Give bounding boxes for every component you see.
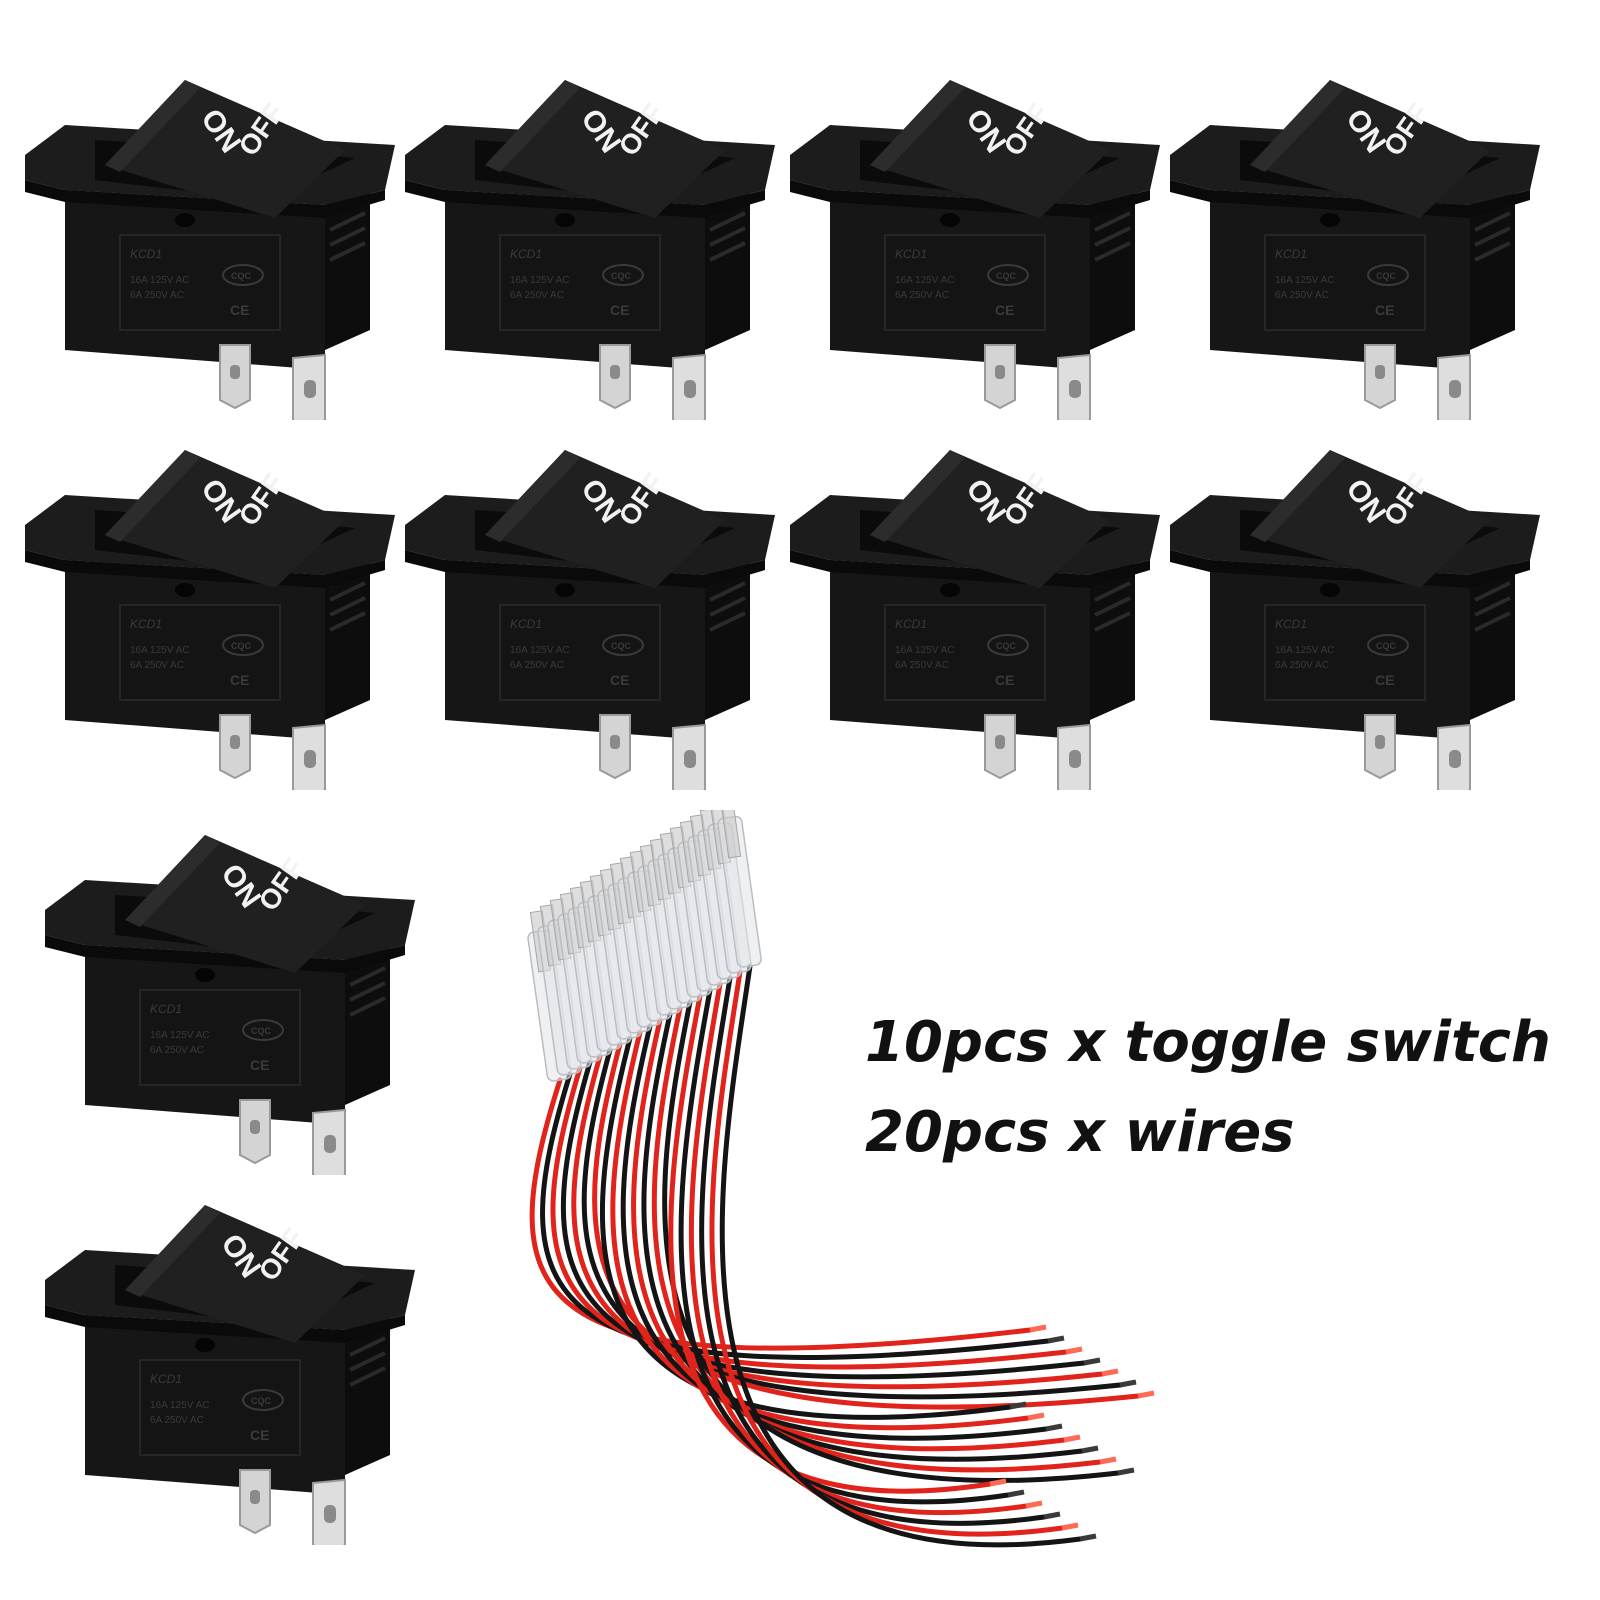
rocker-switch-4: ON OFF KCD1 16A 125V AC 6A 250V AC CQC C… bbox=[1170, 40, 1550, 420]
svg-text:CE: CE bbox=[610, 302, 629, 318]
svg-text:6A 250V AC: 6A 250V AC bbox=[130, 290, 184, 301]
svg-text:16A 125V AC: 16A 125V AC bbox=[1275, 645, 1335, 656]
rocker-switch-7: ON OFF KCD1 16A 125V AC 6A 250V AC CQC C… bbox=[790, 410, 1170, 790]
svg-text:6A 250V AC: 6A 250V AC bbox=[895, 290, 949, 301]
caption-toggle-switch: 10pcs x toggle switch bbox=[865, 1010, 1551, 1075]
svg-text:CQC: CQC bbox=[611, 641, 632, 651]
rocker-switch-3: ON OFF KCD1 16A 125V AC 6A 250V AC CQC C… bbox=[790, 40, 1170, 420]
rocker-switch-icon: ON OFF KCD1 16A 125V AC 6A 250V AC CQC C… bbox=[25, 450, 395, 790]
svg-text:16A 125V AC: 16A 125V AC bbox=[510, 275, 570, 286]
wire-bundle-icon bbox=[527, 810, 1155, 1548]
svg-text:CE: CE bbox=[1375, 672, 1394, 688]
svg-text:16A 125V AC: 16A 125V AC bbox=[510, 645, 570, 656]
svg-text:6A 250V AC: 6A 250V AC bbox=[150, 1045, 204, 1056]
svg-text:16A 125V AC: 16A 125V AC bbox=[895, 275, 955, 286]
svg-text:CE: CE bbox=[1375, 302, 1394, 318]
rocker-switch-icon: ON OFF KCD1 16A 125V AC 6A 250V AC CQC C… bbox=[790, 80, 1160, 420]
svg-text:6A 250V AC: 6A 250V AC bbox=[510, 290, 564, 301]
svg-text:CE: CE bbox=[995, 672, 1014, 688]
svg-text:16A 125V AC: 16A 125V AC bbox=[150, 1030, 210, 1041]
svg-text:16A 125V AC: 16A 125V AC bbox=[895, 645, 955, 656]
svg-text:CQC: CQC bbox=[1376, 641, 1397, 651]
rocker-switch-icon: ON OFF KCD1 16A 125V AC 6A 250V AC CQC C… bbox=[790, 450, 1160, 790]
svg-text:6A 250V AC: 6A 250V AC bbox=[510, 660, 564, 671]
svg-text:KCD1: KCD1 bbox=[1275, 617, 1307, 631]
svg-text:CQC: CQC bbox=[251, 1026, 272, 1036]
svg-text:KCD1: KCD1 bbox=[150, 1002, 182, 1016]
svg-text:CE: CE bbox=[995, 302, 1014, 318]
svg-text:16A 125V AC: 16A 125V AC bbox=[150, 1400, 210, 1411]
svg-text:16A 125V AC: 16A 125V AC bbox=[1275, 275, 1335, 286]
svg-text:CQC: CQC bbox=[251, 1396, 272, 1406]
svg-text:CQC: CQC bbox=[996, 271, 1017, 281]
svg-text:KCD1: KCD1 bbox=[150, 1372, 182, 1386]
rocker-switch-2: ON OFF KCD1 16A 125V AC 6A 250V AC CQC C… bbox=[405, 40, 785, 420]
svg-text:6A 250V AC: 6A 250V AC bbox=[150, 1415, 204, 1426]
svg-text:KCD1: KCD1 bbox=[130, 617, 162, 631]
svg-text:KCD1: KCD1 bbox=[510, 247, 542, 261]
svg-text:16A 125V AC: 16A 125V AC bbox=[130, 275, 190, 286]
svg-text:CE: CE bbox=[250, 1057, 269, 1073]
rocker-switch-icon: ON OFF KCD1 16A 125V AC 6A 250V AC CQC C… bbox=[25, 80, 395, 420]
svg-text:6A 250V AC: 6A 250V AC bbox=[130, 660, 184, 671]
svg-text:CE: CE bbox=[230, 302, 249, 318]
svg-text:KCD1: KCD1 bbox=[895, 617, 927, 631]
rocker-switch-icon: ON OFF KCD1 16A 125V AC 6A 250V AC CQC C… bbox=[45, 835, 415, 1175]
svg-text:6A 250V AC: 6A 250V AC bbox=[895, 660, 949, 671]
svg-text:CQC: CQC bbox=[231, 271, 252, 281]
svg-text:CQC: CQC bbox=[1376, 271, 1397, 281]
rocker-switch-icon: ON OFF KCD1 16A 125V AC 6A 250V AC CQC C… bbox=[405, 450, 775, 790]
rocker-switch-1: ON OFF KCD1 16A 125V AC 6A 250V AC CQC C… bbox=[25, 40, 405, 420]
svg-text:CE: CE bbox=[230, 672, 249, 688]
svg-text:6A 250V AC: 6A 250V AC bbox=[1275, 660, 1329, 671]
rocker-switch-icon: ON OFF KCD1 16A 125V AC 6A 250V AC CQC C… bbox=[45, 1205, 415, 1545]
rocker-switch-10: ON OFF KCD1 16A 125V AC 6A 250V AC CQC C… bbox=[45, 1165, 425, 1545]
svg-text:CQC: CQC bbox=[231, 641, 252, 651]
svg-text:CQC: CQC bbox=[611, 271, 632, 281]
svg-text:KCD1: KCD1 bbox=[895, 247, 927, 261]
svg-text:KCD1: KCD1 bbox=[1275, 247, 1307, 261]
rocker-switch-icon: ON OFF KCD1 16A 125V AC 6A 250V AC CQC C… bbox=[1170, 450, 1540, 790]
rocker-switch-icon: ON OFF KCD1 16A 125V AC 6A 250V AC CQC C… bbox=[1170, 80, 1540, 420]
svg-text:CE: CE bbox=[250, 1427, 269, 1443]
rocker-switch-5: ON OFF KCD1 16A 125V AC 6A 250V AC CQC C… bbox=[25, 410, 405, 790]
svg-text:16A 125V AC: 16A 125V AC bbox=[130, 645, 190, 656]
caption-wires: 20pcs x wires bbox=[865, 1100, 1295, 1165]
rocker-switch-9: ON OFF KCD1 16A 125V AC 6A 250V AC CQC C… bbox=[45, 795, 425, 1175]
svg-text:6A 250V AC: 6A 250V AC bbox=[1275, 290, 1329, 301]
svg-text:CQC: CQC bbox=[996, 641, 1017, 651]
svg-text:KCD1: KCD1 bbox=[130, 247, 162, 261]
svg-text:KCD1: KCD1 bbox=[510, 617, 542, 631]
svg-text:CE: CE bbox=[610, 672, 629, 688]
rocker-switch-8: ON OFF KCD1 16A 125V AC 6A 250V AC CQC C… bbox=[1170, 410, 1550, 790]
rocker-switch-6: ON OFF KCD1 16A 125V AC 6A 250V AC CQC C… bbox=[405, 410, 785, 790]
rocker-switch-icon: ON OFF KCD1 16A 125V AC 6A 250V AC CQC C… bbox=[405, 80, 775, 420]
